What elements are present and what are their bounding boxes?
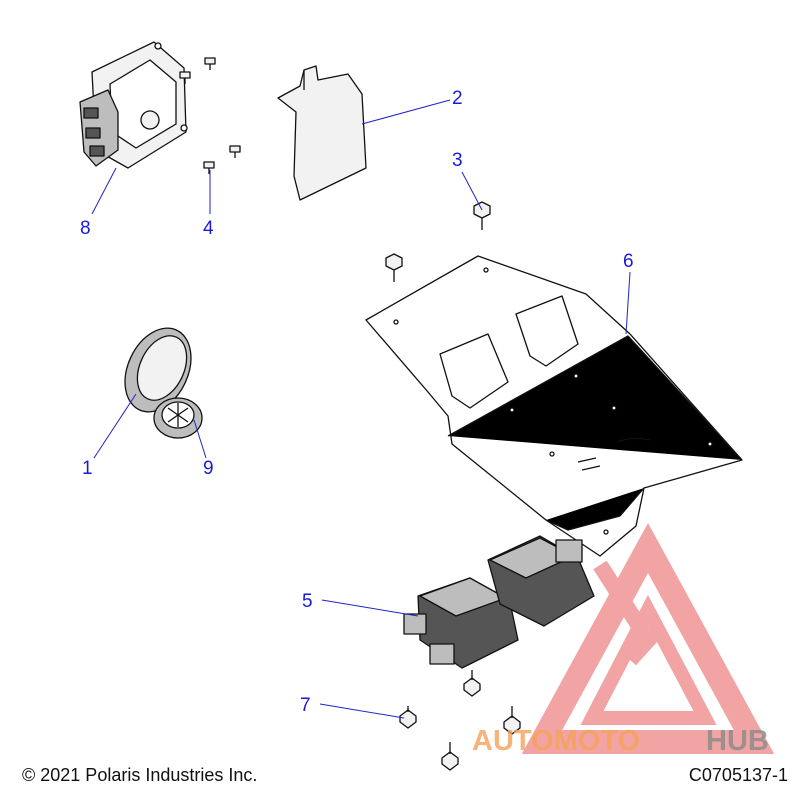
- callout-6: 6: [623, 251, 634, 272]
- bolt-right: [503, 706, 521, 735]
- screw-icon: [204, 57, 216, 70]
- leader-2: [361, 99, 451, 125]
- leader-3: [461, 171, 483, 211]
- bolt-lower: [441, 742, 459, 771]
- watermark-part2: HUB: [706, 725, 769, 757]
- watermark-part1: AUTOMOTO: [472, 725, 640, 757]
- callout-2: 2: [452, 88, 463, 109]
- drawing-id: C0705137-1: [688, 765, 788, 785]
- ecu-module: [79, 41, 188, 169]
- grommet-large: [124, 327, 192, 413]
- leader-7: [319, 703, 405, 719]
- screw-icon: [229, 145, 241, 158]
- screw-set-4: [179, 57, 241, 174]
- leader-6: [625, 271, 631, 335]
- grommet-small: [153, 397, 203, 439]
- leader-8: [91, 167, 117, 215]
- bolt-3: [473, 201, 491, 230]
- callout-4: 4: [203, 218, 214, 239]
- mounting-plate: [365, 255, 743, 557]
- callout-1: 1: [82, 458, 93, 479]
- callout-3: 3: [452, 150, 463, 171]
- callout-8: 8: [80, 218, 91, 239]
- watermark-text: AUTOMOTO HUB: [472, 725, 769, 757]
- watermark-logo: [521, 522, 775, 754]
- leader-5: [321, 599, 419, 617]
- callout-9: 9: [203, 458, 214, 479]
- bolt-7: [399, 706, 417, 729]
- copyright-notice: © 2021 Polaris Industries Inc.: [22, 765, 258, 785]
- callout-7: 7: [300, 695, 311, 716]
- leader-1: [93, 393, 137, 459]
- screw-icon: [179, 71, 191, 84]
- callout-5: 5: [302, 591, 313, 612]
- bolt-mid: [463, 670, 481, 697]
- screw-icon: [203, 161, 215, 174]
- relay-module-left: [403, 577, 519, 669]
- cover-bracket: [277, 65, 367, 201]
- leader-9: [193, 419, 207, 459]
- relay-module-right: [487, 535, 595, 627]
- bolt-upper: [385, 253, 403, 282]
